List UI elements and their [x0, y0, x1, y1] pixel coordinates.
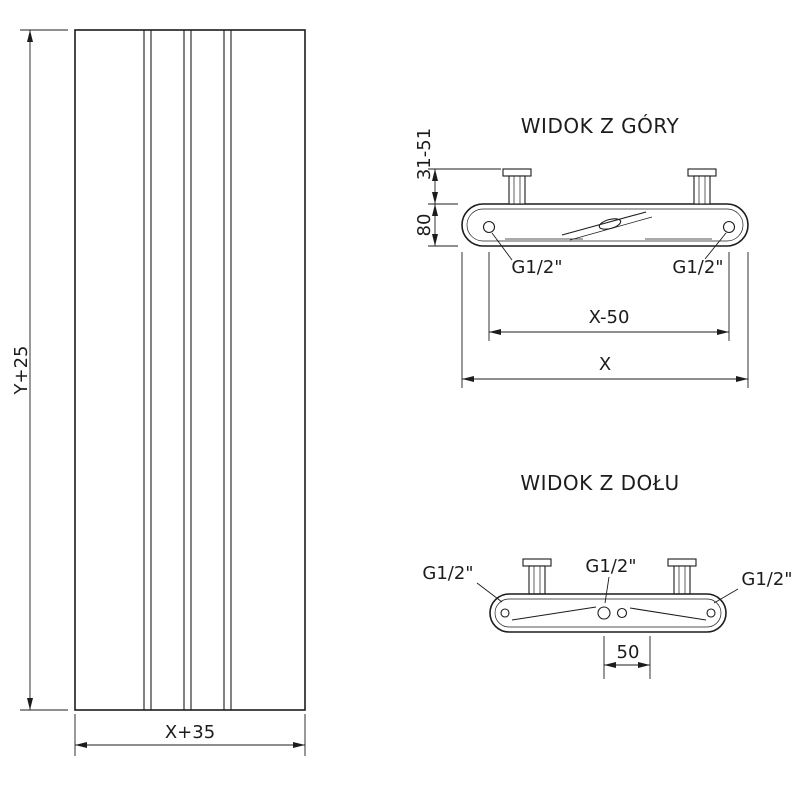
connection-port: [722, 220, 736, 234]
width-dimension-label: X: [599, 354, 611, 375]
vent-valve: [598, 218, 622, 230]
leader-line: [704, 232, 727, 260]
leader-line: [491, 232, 513, 261]
body-depth-label: 80: [414, 214, 435, 237]
leader-line: [476, 582, 503, 603]
pipe-detail-line: [629, 607, 707, 621]
height-dimension-label: Y+25: [11, 346, 32, 396]
connections-spacing-dimension: X-50: [488, 252, 730, 341]
radiator-front-body: [74, 29, 306, 711]
center-connection-port: [597, 606, 611, 620]
connection-port: [482, 220, 496, 234]
connection-labels-top: G1/2" G1/2": [491, 232, 727, 278]
connection-label: G1/2": [511, 257, 562, 278]
vent-lever-line: [561, 211, 647, 236]
leader-line: [713, 588, 739, 604]
total-width-dimension: X: [461, 252, 749, 388]
radiator-bottom-body: [489, 593, 727, 633]
wall-bracket: [687, 168, 717, 205]
radiator-bottom-body-inner: [494, 598, 722, 628]
connection-label: G1/2": [585, 556, 636, 577]
end-connection-port: [500, 608, 510, 618]
top-view-title: WIDOK Z GÓRY: [521, 114, 680, 138]
leader-line: [604, 576, 610, 604]
spacing-dimension-label: X-50: [589, 307, 630, 328]
bottom-view: WIDOK Z DOŁU G1/2" G1/2" G1/2" 50: [422, 471, 793, 679]
connection-label: G1/2": [672, 257, 723, 278]
center-connection-port: [616, 607, 628, 619]
wall-bracket: [502, 168, 532, 205]
bracket-depth-label: 31-51: [414, 128, 435, 180]
connection-label: G1/2": [422, 563, 473, 584]
top-view: WIDOK Z GÓRY 31-51 80 G1/2" G1/2": [414, 114, 749, 388]
wall-bracket: [522, 558, 552, 595]
depth-dimensions: 31-51 80: [414, 128, 501, 247]
width-dimension-label: X+35: [165, 722, 215, 743]
width-dimension: X+35: [74, 714, 306, 756]
height-dimension: Y+25: [11, 29, 68, 711]
connection-label: G1/2": [741, 569, 792, 590]
radiator-top-body: [461, 203, 749, 247]
pipe-detail-line: [511, 606, 597, 621]
end-connection-port: [706, 608, 716, 618]
wall-bracket: [667, 558, 697, 595]
front-view: Y+25 X+35: [11, 29, 306, 756]
offset-dimension-label: 50: [617, 642, 640, 663]
center-offset-dimension: 50: [603, 636, 651, 679]
radiator-top-body-inner: [466, 208, 744, 242]
bottom-view-title: WIDOK Z DOŁU: [520, 471, 679, 495]
connection-labels-bottom: G1/2" G1/2" G1/2": [422, 556, 793, 604]
